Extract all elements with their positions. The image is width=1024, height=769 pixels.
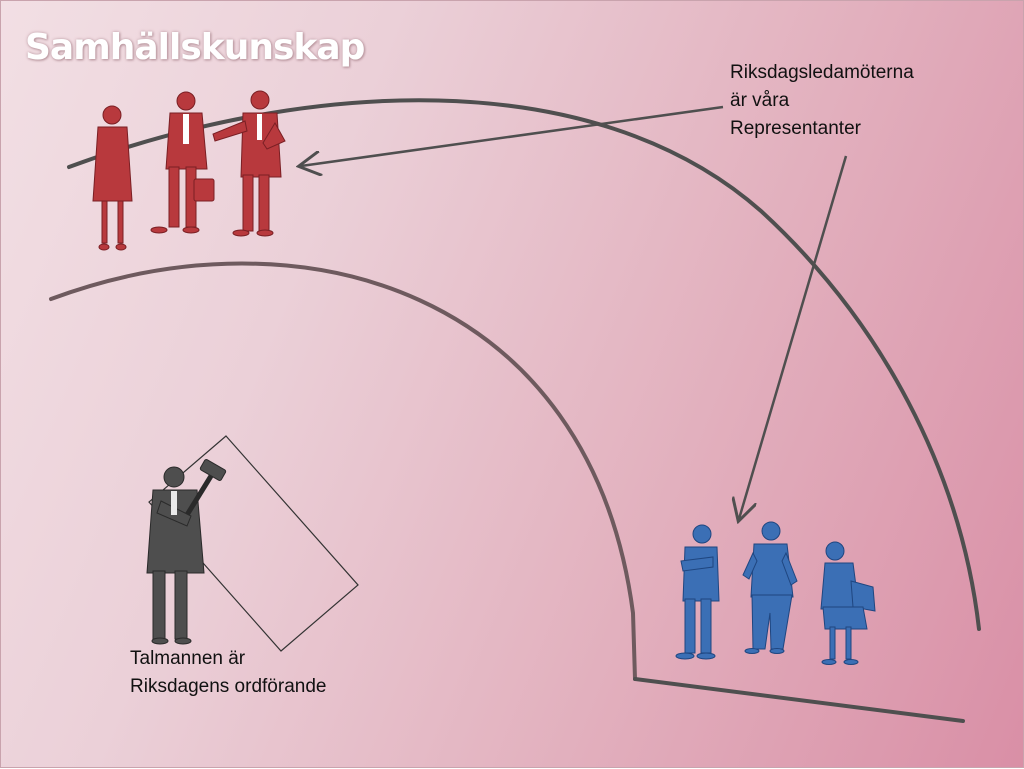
woman-in-suit-icon — [742, 521, 798, 654]
outer-arc — [67, 98, 981, 631]
slide-title: Samhällskunskap — [25, 27, 365, 68]
inner-arc — [49, 261, 637, 681]
speaker-group — [146, 459, 227, 645]
speaker-caption: Talmannen är Riksdagens ordförande — [130, 645, 326, 701]
bald-man-icon — [675, 524, 720, 660]
speaker-caption-line-2: Riksdagens ordförande — [130, 676, 327, 697]
woman-icon — [92, 105, 133, 251]
representatives-caption-line-2: är våra — [730, 90, 790, 111]
man-pointing-icon — [212, 90, 286, 237]
blue-group — [675, 521, 876, 665]
speaker-with-gavel-icon — [146, 459, 227, 645]
man-with-briefcase-icon — [150, 91, 215, 234]
representatives-caption: Riksdagsledamöterna är våra Representant… — [730, 59, 914, 143]
woman-on-phone-icon — [820, 541, 876, 665]
arrow-to-blue-group — [739, 155, 848, 519]
base-line — [633, 677, 965, 723]
representatives-caption-line-3: Representanter — [730, 118, 861, 139]
representatives-caption-line-1: Riksdagsledamöterna — [730, 62, 914, 83]
speaker-caption-line-1: Talmannen är — [130, 648, 246, 669]
arrow-to-red-group — [301, 105, 724, 166]
red-group — [92, 90, 286, 251]
